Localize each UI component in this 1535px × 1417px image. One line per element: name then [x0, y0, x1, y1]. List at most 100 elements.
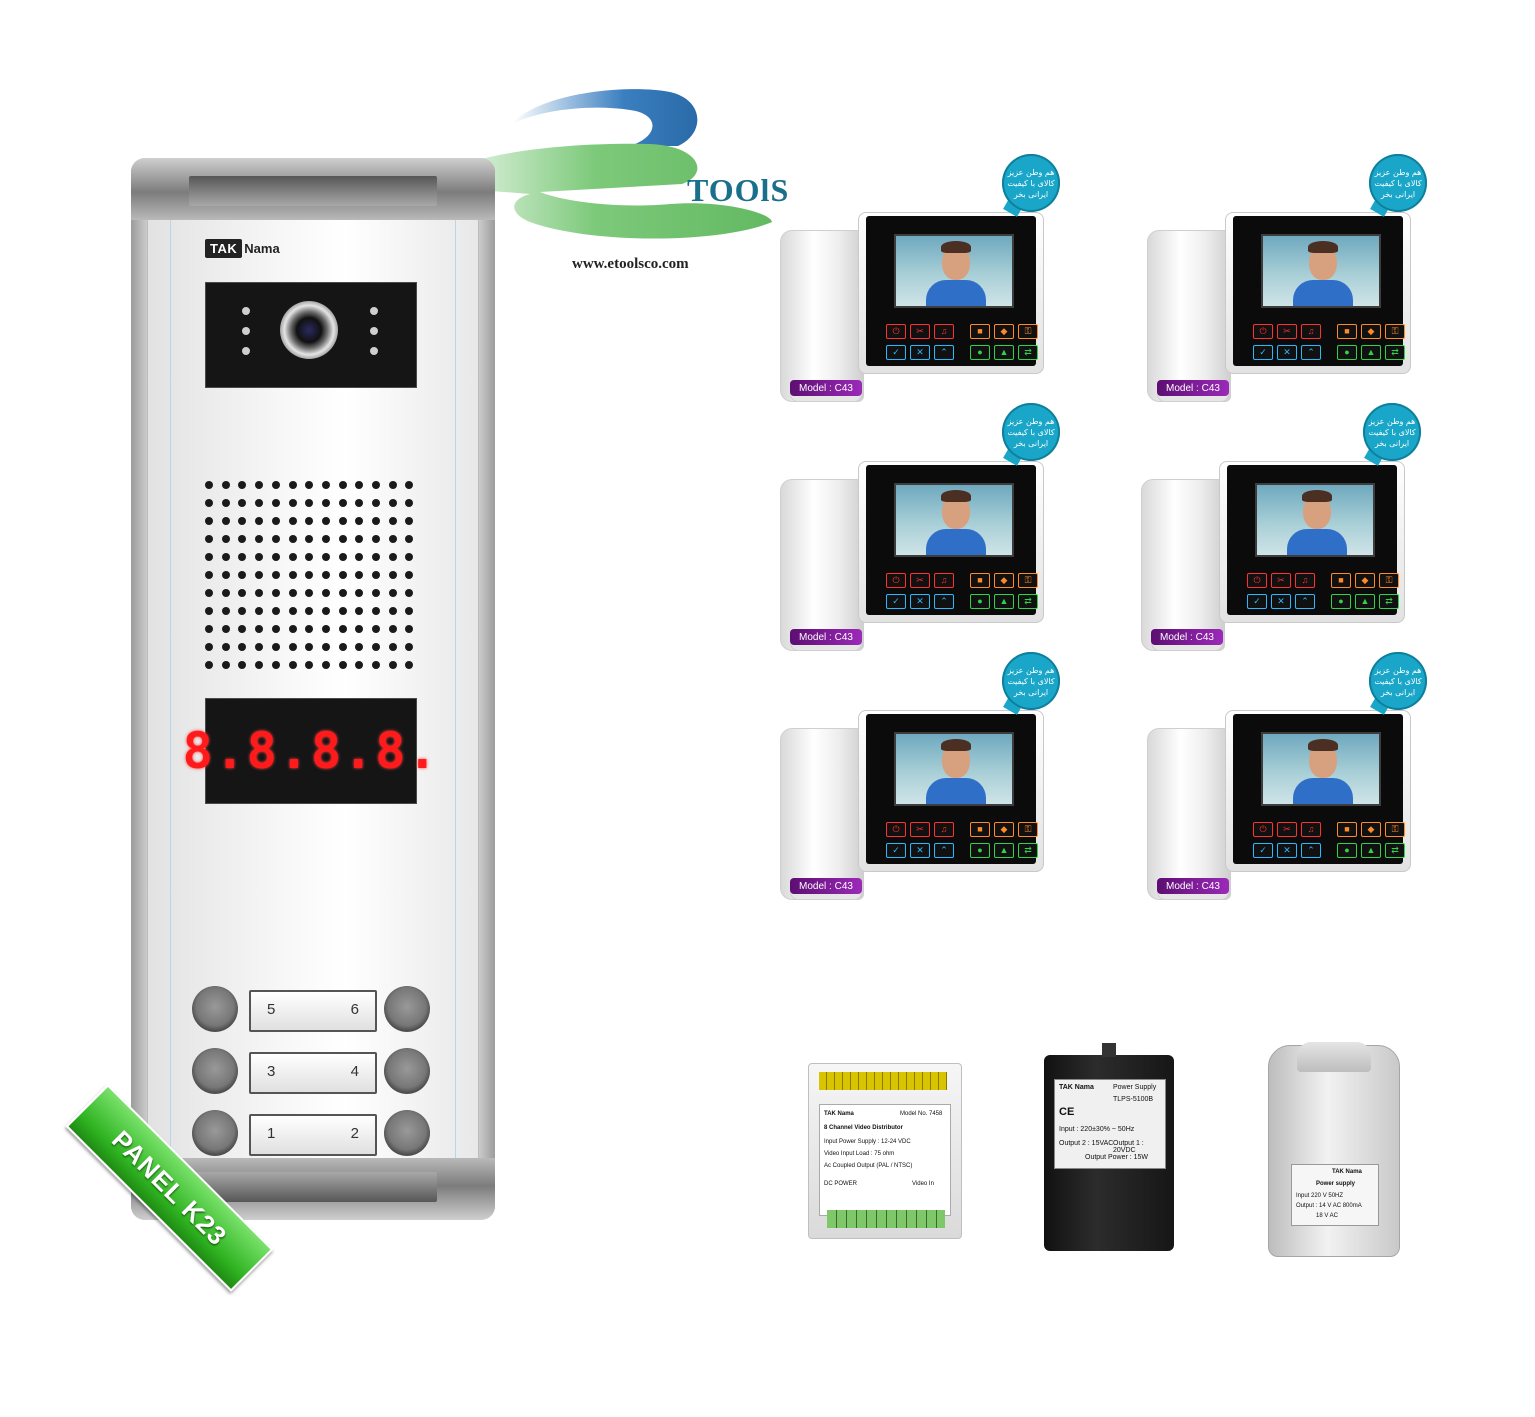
touch-key-icon[interactable]: ✂: [1271, 573, 1291, 588]
handset[interactable]: [1147, 728, 1231, 900]
touch-key-icon[interactable]: ■: [1337, 822, 1357, 837]
touch-key-icon[interactable]: ■: [970, 822, 990, 837]
touch-key-icon[interactable]: ⌃: [934, 594, 954, 609]
handset[interactable]: [1147, 230, 1231, 402]
touch-key-icon[interactable]: ▲: [994, 843, 1014, 858]
touch-key-icon[interactable]: ⏻: [886, 573, 906, 588]
call-button-6[interactable]: [384, 986, 430, 1032]
touch-key-icon[interactable]: ♫: [934, 822, 954, 837]
touch-key-icon[interactable]: ◆: [994, 324, 1014, 339]
call-button-2[interactable]: [384, 1110, 430, 1156]
touch-key-icon[interactable]: ◆: [1361, 822, 1381, 837]
touch-key-icon[interactable]: ✓: [886, 594, 906, 609]
touch-key-icon[interactable]: ▲: [994, 345, 1014, 360]
call-button-3[interactable]: [192, 1048, 238, 1094]
touch-key-icon[interactable]: ✂: [910, 573, 930, 588]
touch-key-icon[interactable]: ◆: [994, 822, 1014, 837]
call-button-5[interactable]: [192, 986, 238, 1032]
touch-key-icon[interactable]: ⇄: [1379, 594, 1399, 609]
touch-key-icon[interactable]: ⌃: [934, 345, 954, 360]
touch-key-icon[interactable]: ▲: [1361, 843, 1381, 858]
touch-key-icon[interactable]: ✕: [910, 345, 930, 360]
handset[interactable]: [780, 479, 864, 651]
touch-key-icon[interactable]: ⇄: [1018, 594, 1038, 609]
touch-key-icon[interactable]: ⏻: [1253, 822, 1273, 837]
touch-key-icon[interactable]: ♫: [934, 324, 954, 339]
touch-key-icon[interactable]: ◆: [1355, 573, 1375, 588]
monitor-screen: [1261, 234, 1381, 308]
touch-key-icon[interactable]: ⌃: [1301, 345, 1321, 360]
touch-key-icon[interactable]: ✕: [910, 843, 930, 858]
touch-key-icon[interactable]: ⚿: [1018, 573, 1038, 588]
touch-key-icon[interactable]: ♫: [1301, 822, 1321, 837]
handset[interactable]: [780, 728, 864, 900]
power-supply-white[interactable]: TAK Nama Power supply Input 220 V 50HZ O…: [1268, 1042, 1400, 1257]
touch-key-icon[interactable]: ⏻: [886, 324, 906, 339]
touch-key-icon[interactable]: ⌃: [1295, 594, 1315, 609]
touch-key-icon[interactable]: ●: [970, 345, 990, 360]
touch-key-icon[interactable]: ✂: [1277, 822, 1297, 837]
touch-key-icon[interactable]: ⚿: [1018, 822, 1038, 837]
touch-key-icon[interactable]: ⏻: [1247, 573, 1267, 588]
touch-key-icon[interactable]: ▲: [1361, 345, 1381, 360]
touch-key-icon[interactable]: ⚿: [1018, 324, 1038, 339]
touch-key-icon[interactable]: ●: [1337, 843, 1357, 858]
video-distributor[interactable]: TAK Nama Model No. 7458 8 Channel Video …: [808, 1063, 962, 1239]
touch-key-icon[interactable]: ✂: [910, 324, 930, 339]
touch-key-icon[interactable]: ✕: [1277, 843, 1297, 858]
touch-key-icon[interactable]: ⚿: [1379, 573, 1399, 588]
touch-key-icon[interactable]: ♫: [1301, 324, 1321, 339]
touch-key-icon[interactable]: ✕: [1271, 594, 1291, 609]
touch-key-icon[interactable]: ●: [1337, 345, 1357, 360]
touch-key-icon[interactable]: ■: [1331, 573, 1351, 588]
touch-key-icon[interactable]: ●: [970, 843, 990, 858]
handset[interactable]: [780, 230, 864, 402]
call-button-4[interactable]: [384, 1048, 430, 1094]
touch-key-icon[interactable]: ●: [1331, 594, 1351, 609]
touch-key-icon[interactable]: ✂: [910, 822, 930, 837]
touch-key-icon[interactable]: ⇄: [1385, 345, 1405, 360]
touch-key-icon[interactable]: ✓: [886, 345, 906, 360]
touch-key-icon[interactable]: ⇄: [1018, 345, 1038, 360]
speaker-hole: [205, 643, 213, 651]
touch-key-icon[interactable]: ■: [970, 573, 990, 588]
power-supply-black[interactable]: TAK Nama Power Supply TLPS-5100B CE Inpu…: [1044, 1043, 1174, 1251]
handset[interactable]: [1141, 479, 1225, 651]
touch-key-icon[interactable]: ⚿: [1385, 822, 1405, 837]
touch-key-icon[interactable]: ◆: [1361, 324, 1381, 339]
touch-key-icon[interactable]: ■: [970, 324, 990, 339]
touch-key-icon[interactable]: ⌃: [934, 843, 954, 858]
touch-key-icon[interactable]: ✓: [1253, 843, 1273, 858]
touch-key-icon[interactable]: ♫: [1295, 573, 1315, 588]
touch-key-icon[interactable]: ✓: [886, 843, 906, 858]
touch-key-icon[interactable]: ⏻: [886, 822, 906, 837]
touch-key-icon[interactable]: ■: [1337, 324, 1357, 339]
touch-key-icon[interactable]: ✕: [910, 594, 930, 609]
touch-key-icon[interactable]: ▲: [994, 594, 1014, 609]
speaker-hole: [288, 481, 297, 489]
touch-key-icon[interactable]: ✓: [1253, 345, 1273, 360]
touch-key-icon[interactable]: ▲: [1355, 594, 1375, 609]
touch-key-icon[interactable]: ✕: [1277, 345, 1297, 360]
touch-key-icon[interactable]: ●: [970, 594, 990, 609]
touch-key-icon[interactable]: ♫: [934, 573, 954, 588]
touch-key-icon[interactable]: ✂: [1277, 324, 1297, 339]
touch-key-icon[interactable]: ◆: [994, 573, 1014, 588]
touch-key-icon[interactable]: ⏻: [1253, 324, 1273, 339]
touch-key-icon[interactable]: ⌃: [1301, 843, 1321, 858]
etools-logo[interactable]: TOOlS www.etoolsco.com: [420, 84, 800, 284]
touch-key-icon[interactable]: ✓: [1247, 594, 1267, 609]
touch-key-icon[interactable]: ⚿: [1385, 324, 1405, 339]
touch-key-icon[interactable]: ⇄: [1385, 843, 1405, 858]
call-button-1[interactable]: [192, 1110, 238, 1156]
touch-key-icon[interactable]: ⇄: [1018, 843, 1038, 858]
logo-url[interactable]: www.etoolsco.com: [572, 256, 689, 272]
